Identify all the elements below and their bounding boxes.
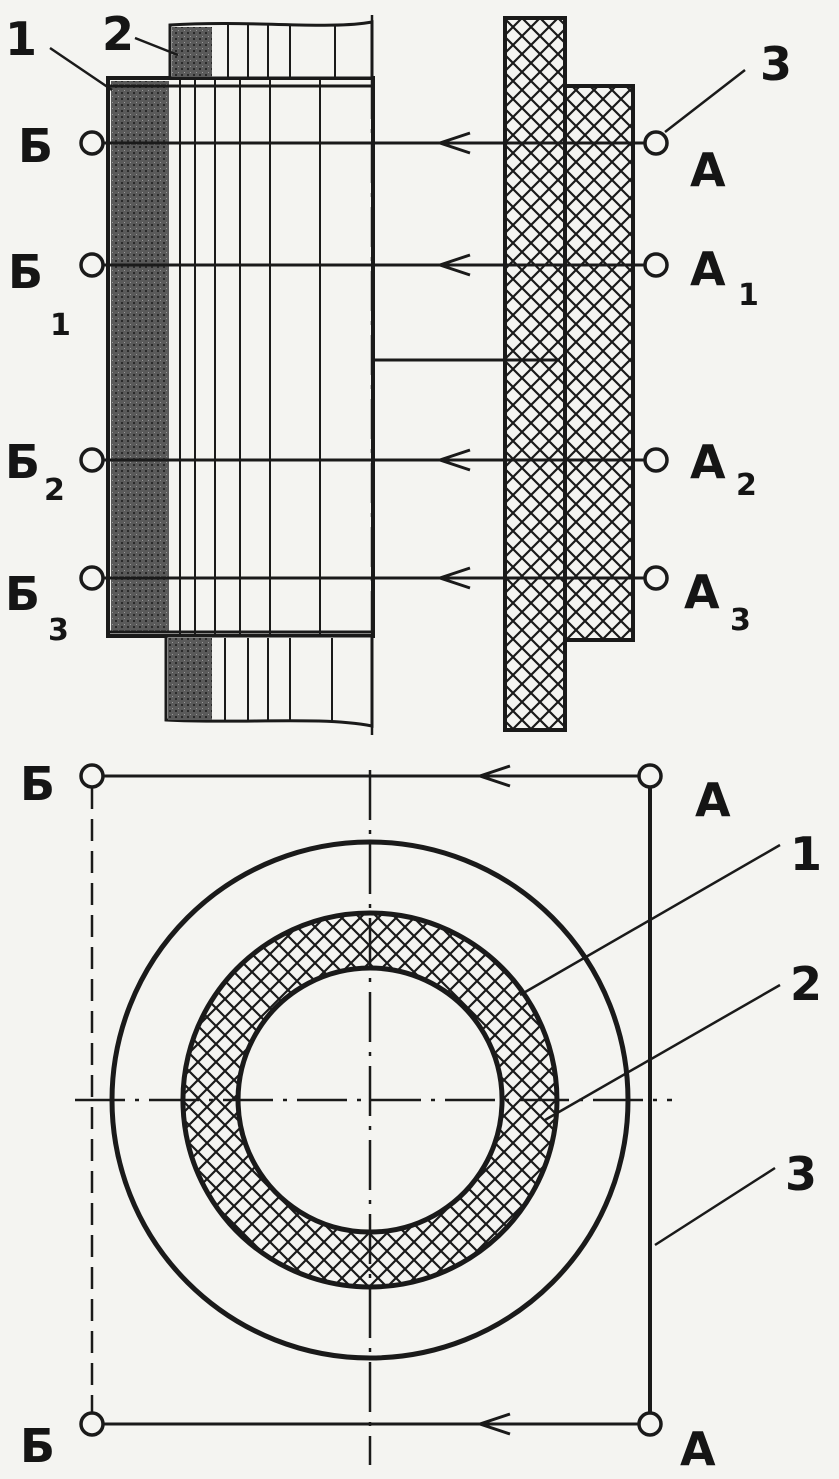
label-a: А: [690, 143, 726, 197]
label-b-top-plan: Б: [20, 757, 55, 811]
upper-core-left: [168, 20, 374, 80]
label-b: Б: [18, 119, 53, 173]
conductors-side: [95, 131, 650, 590]
label-a2: А: [690, 435, 726, 489]
label-b2: Б: [5, 435, 40, 489]
side-view: 1 2 3 Б А Б 1 А 1 Б 2 А 2 Б 3 А 3: [5, 7, 792, 735]
label-part2-side: 2: [102, 7, 134, 61]
hatched-ring: [180, 910, 560, 1290]
label-b2-sub: 2: [44, 473, 65, 508]
label-part3-side: 3: [760, 37, 792, 91]
label-a1-sub: 1: [738, 278, 759, 313]
label-a1: А: [690, 242, 726, 296]
terminals-plan: [79, 763, 663, 1437]
label-a3-sub: 3: [730, 603, 751, 638]
lower-core-left: [164, 634, 374, 728]
label-part3-plan: 3: [785, 1147, 817, 1201]
right-winding: [503, 16, 635, 732]
label-part1-plan: 1: [790, 827, 822, 881]
plan-view: Б А Б А 1 2 3: [20, 757, 822, 1476]
label-part2-plan: 2: [790, 957, 822, 1011]
label-a-bottom-plan: А: [680, 1422, 716, 1474]
label-a-top-plan: А: [695, 773, 731, 827]
label-part1-side: 1: [5, 12, 37, 66]
label-a3: А: [684, 565, 720, 619]
label-b3-sub: 3: [48, 613, 69, 648]
label-b1-sub: 1: [50, 308, 71, 343]
label-b-bottom-plan: Б: [20, 1419, 55, 1473]
terminals-side: [79, 130, 669, 591]
label-b3: Б: [5, 567, 40, 621]
label-a2-sub: 2: [736, 468, 757, 503]
left-winding: [106, 76, 375, 638]
label-b1: Б: [8, 245, 43, 299]
